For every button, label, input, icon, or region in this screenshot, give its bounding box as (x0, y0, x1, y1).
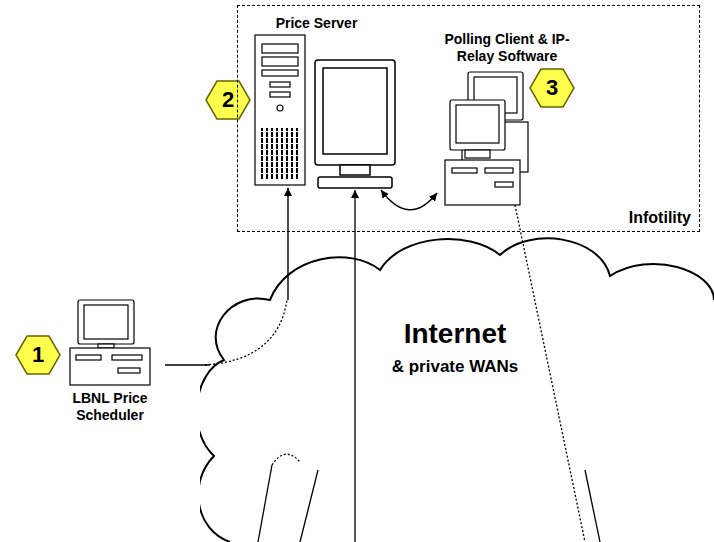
cloud-outline (200, 232, 714, 542)
cloud-label: & private WANs (340, 357, 570, 377)
connector (381, 190, 437, 210)
internet-cloud: Internet & private WANs (200, 232, 714, 542)
polling-client: Polling Client & IP-Relay Software (437, 29, 577, 211)
region-label: Infotility (629, 208, 691, 227)
network-lines (205, 190, 600, 542)
infotility-region: Infotility Price ServerPolling Client & I… (237, 5, 700, 232)
client-computers (445, 72, 528, 205)
callout-number: 2 (213, 87, 243, 113)
node-label: Polling Client & IP-Relay Software (437, 31, 577, 65)
callout-hexagon (16, 69, 574, 374)
cloud-label: Internet (355, 317, 555, 351)
node-label: LBNL Price Scheduler (55, 390, 165, 424)
node-label: Price Server (259, 15, 374, 32)
callout-number: 1 (23, 342, 53, 368)
connector (287, 188, 288, 300)
callout-number: 3 (537, 75, 567, 101)
connector (165, 364, 210, 365)
price-scheduler: LBNL Price Scheduler (55, 296, 165, 424)
server-tower (255, 35, 305, 185)
price-server: Price Server (249, 13, 404, 188)
scheduler-computer (70, 300, 150, 385)
server-monitor (315, 60, 395, 188)
